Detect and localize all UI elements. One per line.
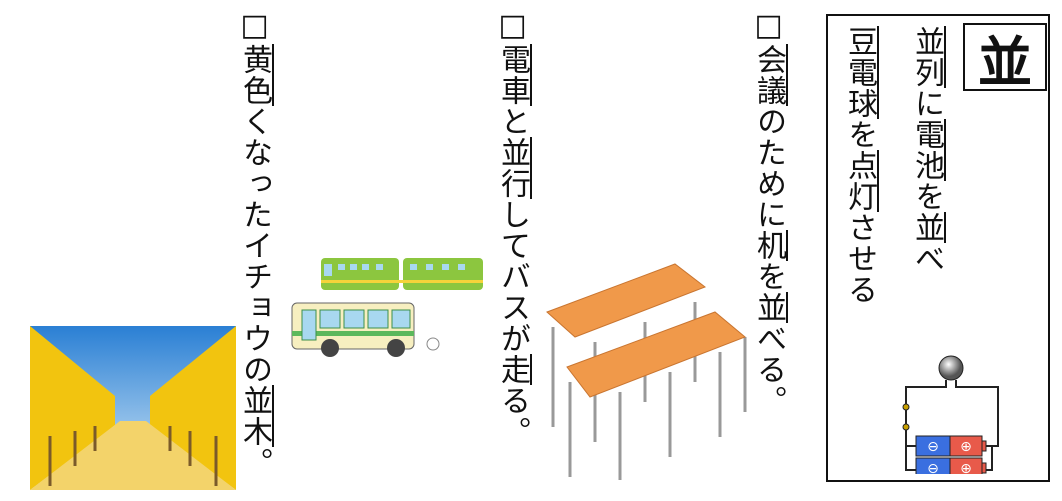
ginkgo-avenue-photo (30, 326, 236, 490)
checkbox[interactable]: □ (237, 8, 272, 44)
text-segment: と (495, 106, 530, 137)
kanji-word: 並 (909, 212, 946, 243)
battery-icon: ⊖⊕ (915, 457, 987, 474)
checkbox[interactable]: □ (495, 8, 530, 44)
text-segment: を (909, 181, 944, 212)
kanji-word: 黄色 (237, 44, 274, 106)
checkbox[interactable]: □ (751, 8, 786, 44)
sentence-2: □電車と並行してバスが走る。 (494, 8, 532, 447)
kanji-word: 電車 (495, 44, 532, 106)
kanji-word: 走 (495, 354, 532, 385)
text-segment: に (909, 88, 944, 119)
text-segment: くなったイチョウの (237, 106, 272, 385)
kanji-word: 並列 (909, 26, 946, 88)
battery-icon: ⊖⊕ (915, 435, 987, 457)
text-segment: のために (751, 106, 786, 230)
svg-text:⊖: ⊖ (927, 461, 939, 474)
kanji-card (826, 14, 1050, 482)
kanji-word: 会議 (751, 44, 788, 106)
text-segment: を (842, 119, 877, 150)
kanji-word: 並木 (237, 385, 274, 447)
desks-illustration (546, 263, 747, 480)
kanji-word: 電池 (909, 119, 946, 181)
text-segment: 。 (237, 447, 272, 478)
kanji-word: 並行 (495, 137, 532, 199)
kanji-word: 豆電球 (842, 26, 879, 119)
svg-text:⊕: ⊕ (960, 461, 972, 474)
bulb-icon (938, 355, 964, 381)
kanji-word: 点灯 (842, 150, 879, 212)
svg-text:⊕: ⊕ (960, 439, 972, 455)
text-segment: してバスが (495, 199, 530, 354)
train-and-bus-illustration (291, 258, 483, 357)
sentence-1: □会議のために机を並べる。 (750, 8, 788, 416)
text-segment: べる。 (751, 323, 786, 416)
kanji-heading: 並 (963, 23, 1047, 94)
text-segment: べ (909, 243, 944, 274)
text-segment: させる (842, 212, 877, 305)
sentence-3: □黄色くなったイチョウの並木。 (236, 8, 274, 478)
parallel-circuit-illustration: ⊖⊕ ⊖⊕ (902, 355, 999, 474)
kanji-word: 並 (751, 292, 788, 323)
kanji-word: 机 (751, 230, 788, 261)
text-segment: を (751, 261, 786, 292)
card-example-line-1: 並列に電池を並べ (908, 26, 946, 274)
card-example-line-2: 豆電球を点灯させる (841, 26, 879, 305)
text-segment: る。 (495, 385, 530, 447)
svg-text:⊖: ⊖ (927, 439, 939, 455)
